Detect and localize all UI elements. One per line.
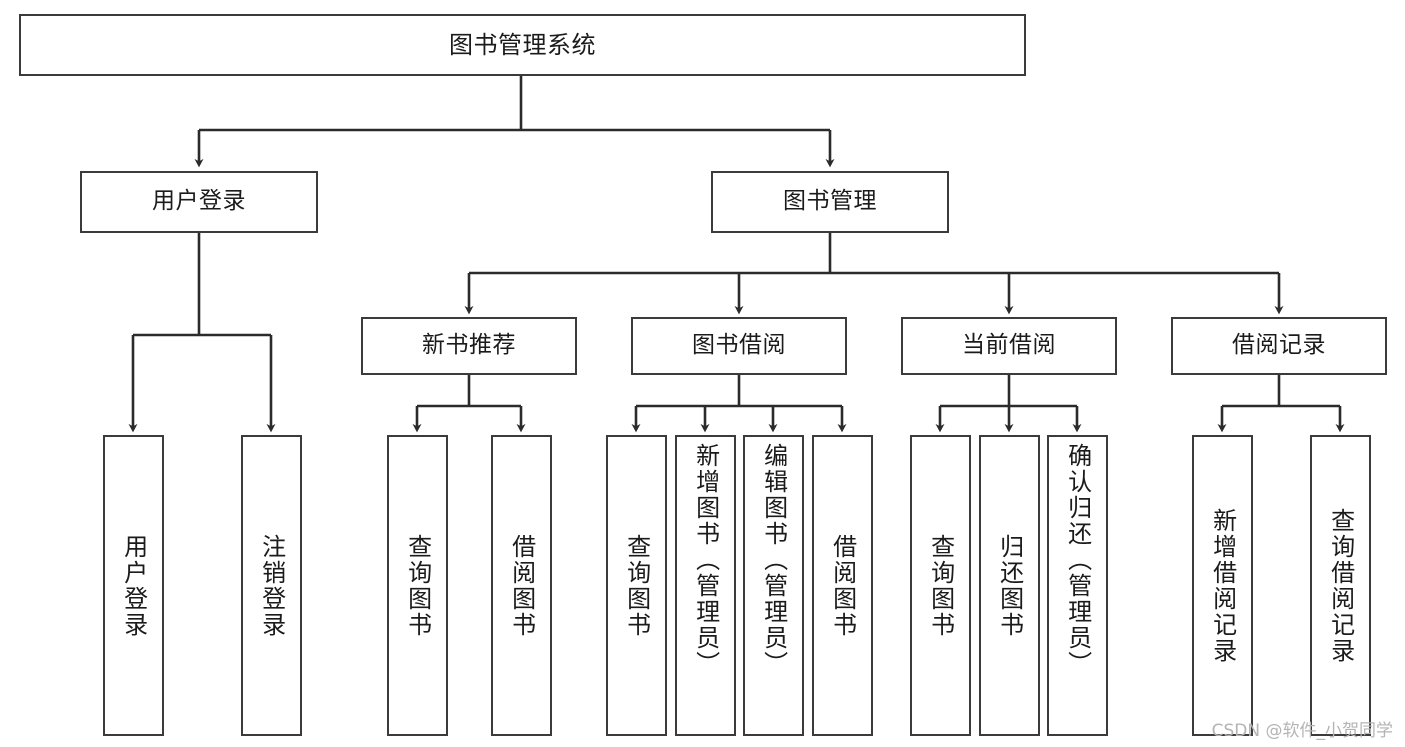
leaf-edit-book-admin[interactable]: 编辑图书（管理员） <box>743 435 804 736</box>
leaf-add-borrow-record[interactable]: 新增借阅记录 <box>1192 435 1253 736</box>
node-current-borrowing[interactable]: 当前借阅 <box>901 317 1117 375</box>
node-label: 借阅记录 <box>1232 332 1326 359</box>
node-label: 新书推荐 <box>422 332 516 359</box>
node-label: 注销登录 <box>257 533 286 638</box>
leaf-add-book-admin[interactable]: 新增图书（管理员） <box>675 435 736 736</box>
leaf-logout[interactable]: 注销登录 <box>241 435 302 736</box>
leaf-return-book[interactable]: 归还图书 <box>979 435 1040 736</box>
csdn-watermark: CSDN @软件_小贺同学 <box>1211 721 1393 741</box>
node-label: 归还图书 <box>995 533 1024 638</box>
leaf-confirm-return-admin[interactable]: 确认归还（管理员） <box>1047 435 1108 736</box>
node-label: 查询图书 <box>926 533 955 638</box>
node-label: 图书管理 <box>783 188 877 215</box>
node-label: 借阅图书 <box>828 533 857 638</box>
leaf-query-book-current[interactable]: 查询图书 <box>910 435 971 736</box>
node-label: 新增图书（管理员） <box>691 443 720 677</box>
leaf-borrow-book-borrowing[interactable]: 借阅图书 <box>812 435 873 736</box>
node-label: 查询图书 <box>403 533 432 638</box>
leaf-query-borrow-record[interactable]: 查询借阅记录 <box>1310 435 1371 736</box>
node-borrowing-records[interactable]: 借阅记录 <box>1171 317 1387 375</box>
leaf-query-book-borrowing[interactable]: 查询图书 <box>606 435 667 736</box>
node-label: 编辑图书（管理员） <box>759 443 788 677</box>
node-label: 新增借阅记录 <box>1208 507 1237 664</box>
leaf-borrow-book-recommendation[interactable]: 借阅图书 <box>491 435 552 736</box>
node-book-borrowing[interactable]: 图书借阅 <box>631 317 847 375</box>
leaf-user-login[interactable]: 用户登录 <box>103 435 164 736</box>
node-root-book-management-system[interactable]: 图书管理系统 <box>19 14 1026 76</box>
node-label: 借阅图书 <box>507 533 536 638</box>
node-label: 当前借阅 <box>962 332 1056 359</box>
node-label: 图书借阅 <box>692 332 786 359</box>
node-label: 查询图书 <box>622 533 651 638</box>
node-label: 用户登录 <box>152 188 246 215</box>
node-label: 用户登录 <box>119 533 148 638</box>
node-label: 查询借阅记录 <box>1326 507 1355 664</box>
node-new-book-recommendation[interactable]: 新书推荐 <box>361 317 577 375</box>
node-label: 图书管理系统 <box>449 30 596 59</box>
node-book-management[interactable]: 图书管理 <box>711 171 949 233</box>
leaf-query-book-recommendation[interactable]: 查询图书 <box>387 435 448 736</box>
node-label: 确认归还（管理员） <box>1063 443 1092 677</box>
node-user-login[interactable]: 用户登录 <box>80 171 318 233</box>
